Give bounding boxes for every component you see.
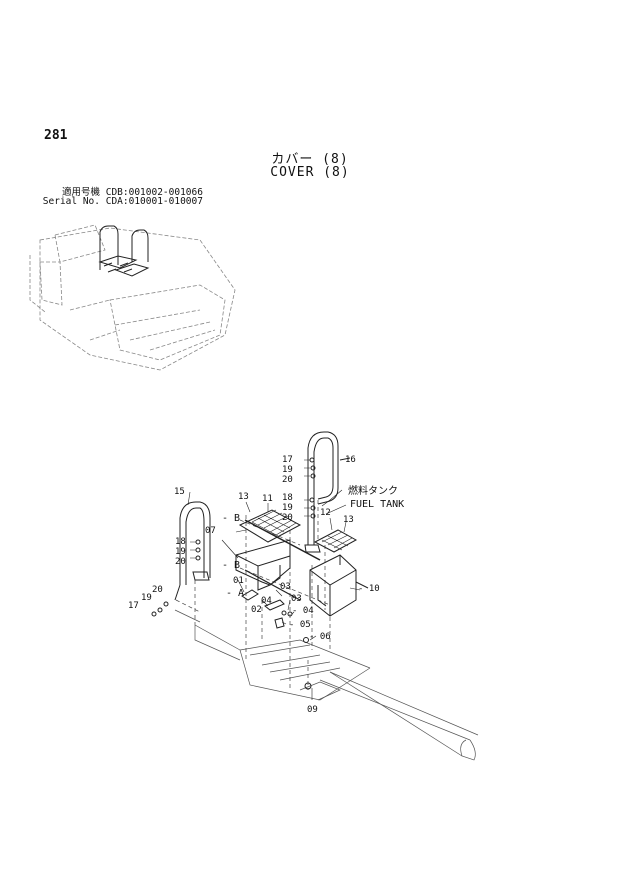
page-title-jp: カバー (8) [271,152,349,167]
callout-02: 02 [251,605,262,615]
callout-15: 15 [174,487,185,497]
callout-17: 17 [128,601,139,611]
callout-05-number: 05 [299,620,311,630]
callout-section-b: - B [222,513,241,524]
callout-04: 04 [261,596,272,606]
callout-19: 19 [141,593,152,603]
applicability-value-2: CDA:010001-010007 [105,196,203,207]
callout-03: 03 [291,594,302,604]
callout-b-letter: B [234,560,241,571]
callout-20: 20 [152,585,163,595]
applicability-label-2: Serial No. [42,196,100,207]
applicability-value-1: CDB:001002-001066 [105,187,203,198]
page-title-en: COVER (8) [270,165,350,180]
callout-19: 19 [282,503,293,513]
callout-18: 18 [282,493,293,503]
callout-12: 12 [320,508,331,518]
callout-05: - 05 [289,620,311,630]
callout-10-number: 10 [368,584,380,594]
callout-19: 19 [175,547,186,557]
callout-19: 19 [282,465,293,475]
callout-20: 20 [282,513,293,523]
callout-section-b: - B [222,560,241,571]
callout-04-number: 04 [302,606,314,616]
callout-20: 20 [282,475,293,485]
callout-11: 11 [262,494,273,504]
page-number: 281 [44,128,68,143]
callout-18: 18 [175,537,186,547]
callout-section-a: - A [226,588,245,599]
callout-06-number: 06 [319,632,331,642]
callout-01: 01 [233,576,244,586]
callout-03: 03 [280,582,291,592]
applicability-row-1: 適用号機 CDB:001002-001066 [40,184,203,198]
callout-13: 13 [343,515,354,525]
callout-04: - 04 [292,606,314,616]
fuel-tank-label-en: FUEL TANK [350,499,405,510]
callout-17: 17 [282,455,293,465]
callout-20: 20 [175,557,186,567]
fuel-tank-label-jp: 燃料タンク [348,486,398,497]
callout-b-letter: B [234,513,241,524]
callout-a-letter: A [238,588,245,599]
applicability-row-2: Serial No. CDA:010001-010007 [40,196,203,207]
callout-09: 09 [307,705,318,715]
applicability-label-1: 適用号機 [61,187,100,198]
callout-13: 13 [238,492,249,502]
callout-06: - 06 [309,632,331,642]
callout-16: 16 [345,455,356,465]
callout-07: 07 [205,526,216,536]
callout-10: - 10 [358,584,380,594]
